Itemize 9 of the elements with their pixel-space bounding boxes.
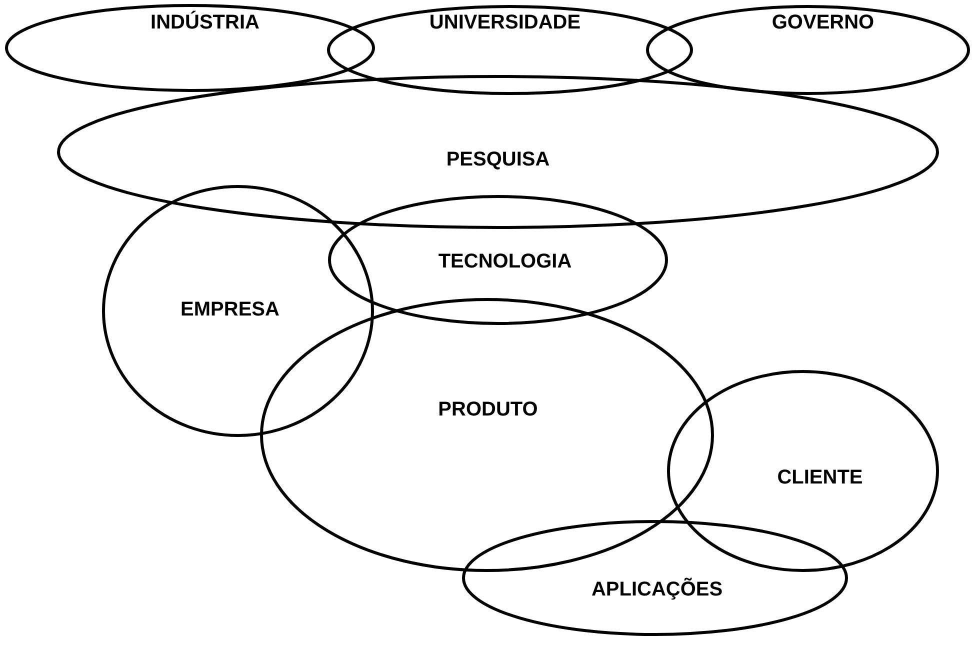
ellipse-label: PRODUTO [438, 398, 538, 422]
ellipse-label: PESQUISA [446, 148, 550, 172]
ellipse-label: APLICAÇÕES [591, 578, 723, 602]
ellipse-label: TECNOLOGIA [438, 250, 572, 274]
ellipse-label: CLIENTE [777, 466, 863, 490]
ellipse-label: EMPRESA [180, 298, 280, 322]
ellipse-label: UNIVERSIDADE [429, 12, 581, 34]
ellipse-label: INDÚSTRIA [150, 12, 260, 34]
ellipse-label: GOVERNO [772, 12, 874, 34]
